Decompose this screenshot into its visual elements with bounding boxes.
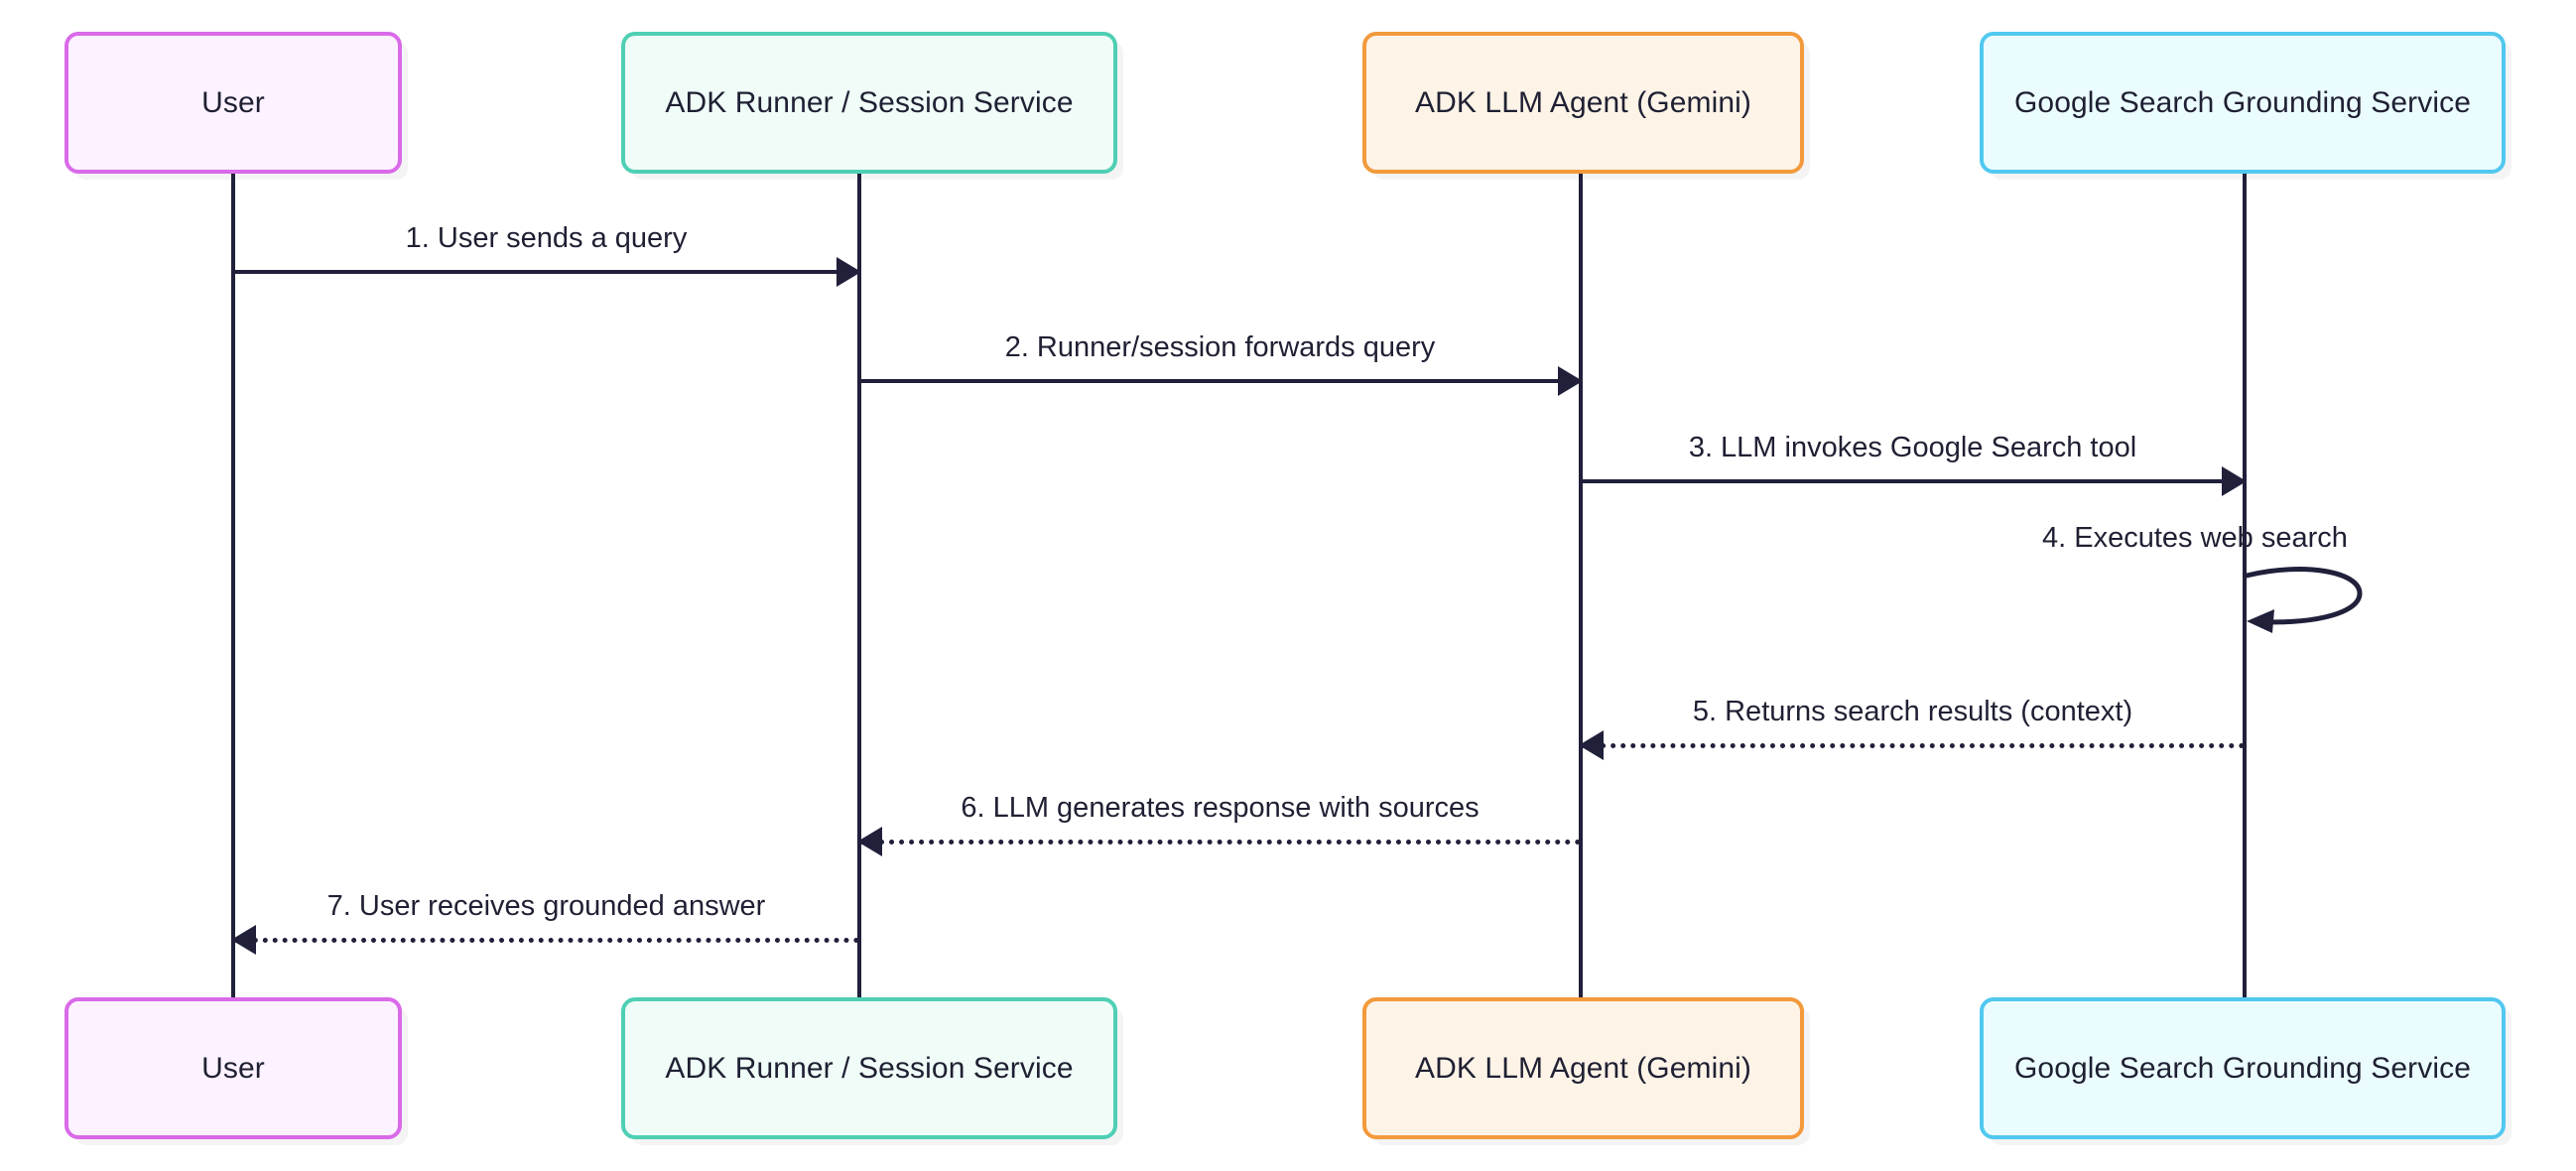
message-1-label: 1. User sends a query	[405, 222, 688, 255]
arrowhead-right-icon	[1558, 366, 1583, 396]
message-5-label: 5. Returns search results (context)	[1692, 696, 2133, 728]
message-3-label: 3. LLM invokes Google Search tool	[1688, 432, 2137, 464]
message-6-label: 6. LLM generates response with sources	[961, 792, 1480, 825]
message-1-line	[233, 270, 859, 274]
message-7-line	[233, 938, 859, 943]
participant-box-agent-top[interactable]: ADK LLM Agent (Gemini)	[1362, 32, 1804, 174]
participant-box-runner-top[interactable]: ADK Runner / Session Service	[621, 32, 1117, 174]
participant-label-agent-bottom: ADK LLM Agent (Gemini)	[1415, 1051, 1751, 1085]
arrowhead-left-icon	[1579, 730, 1604, 760]
lifeline-agent	[1579, 174, 1583, 997]
self-loop-icon	[2244, 567, 2363, 633]
participant-box-search-bottom[interactable]: Google Search Grounding Service	[1980, 997, 2506, 1139]
message-2-label: 2. Runner/session forwards query	[1004, 331, 1436, 364]
arrowhead-right-icon	[837, 257, 861, 287]
arrowhead-left-icon	[231, 925, 256, 955]
participant-label-user-bottom: User	[201, 1051, 265, 1085]
participant-label-runner-bottom: ADK Runner / Session Service	[665, 1051, 1074, 1085]
participant-box-user-top[interactable]: User	[64, 32, 402, 174]
arrowhead-left-icon	[857, 827, 882, 856]
participant-label-agent-top: ADK LLM Agent (Gemini)	[1415, 85, 1751, 119]
participant-label-user-top: User	[201, 85, 265, 119]
message-4-label: 4. Executes web search	[2042, 522, 2348, 554]
lifeline-user	[231, 174, 235, 997]
message-4-self[interactable]	[2244, 566, 2383, 635]
message-2-line	[859, 379, 1581, 383]
participant-box-user-bottom[interactable]: User	[64, 997, 402, 1139]
message-5-line	[1581, 743, 2245, 748]
participant-box-runner-bottom[interactable]: ADK Runner / Session Service	[621, 997, 1117, 1139]
message-7-label: 7. User receives grounded answer	[326, 890, 766, 923]
lifeline-search	[2243, 174, 2247, 997]
participant-box-search-top[interactable]: Google Search Grounding Service	[1980, 32, 2506, 174]
message-6-line	[859, 840, 1581, 845]
participant-label-search-top: Google Search Grounding Service	[2013, 85, 2472, 119]
message-3-line	[1581, 479, 2245, 483]
participant-label-runner-top: ADK Runner / Session Service	[665, 85, 1074, 119]
participant-label-search-bottom: Google Search Grounding Service	[2013, 1051, 2472, 1085]
participant-box-agent-bottom[interactable]: ADK LLM Agent (Gemini)	[1362, 997, 1804, 1139]
arrowhead-right-icon	[2222, 466, 2247, 496]
lifeline-runner	[857, 174, 861, 997]
